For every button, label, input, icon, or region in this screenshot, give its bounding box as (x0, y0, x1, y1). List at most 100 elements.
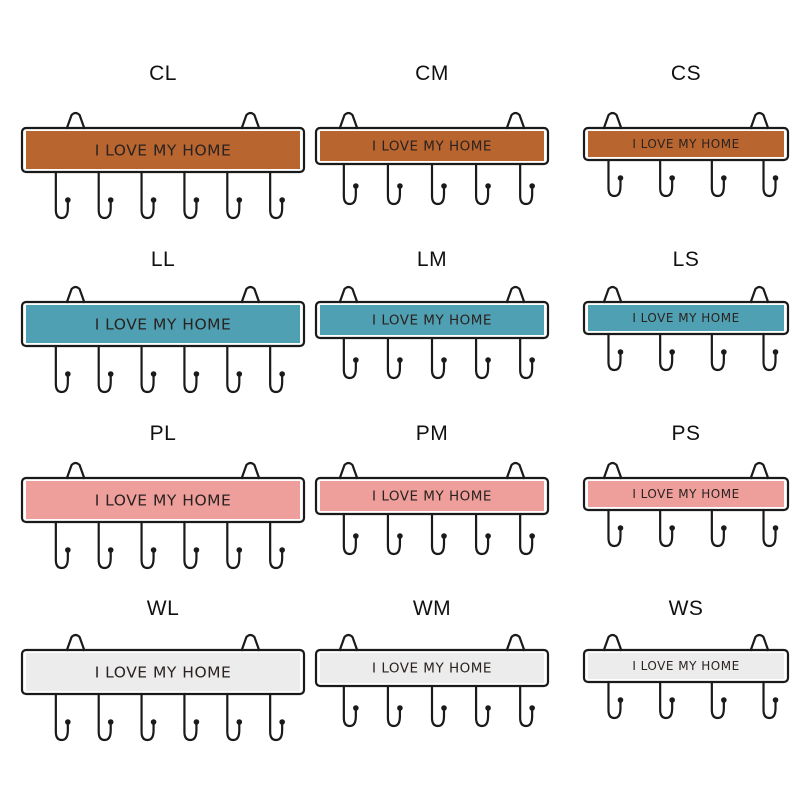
hook-tip (669, 697, 675, 703)
hook-tip (279, 719, 285, 725)
hook-icon (607, 158, 622, 198)
cat-ear-icon (338, 285, 359, 304)
hook-icon (607, 332, 622, 372)
hook-tip (772, 525, 779, 531)
board-panel (320, 305, 544, 335)
cat-ear-icon (749, 111, 770, 130)
hook-icon (140, 692, 155, 742)
hook-tip (193, 197, 200, 203)
hook-icon (474, 336, 490, 380)
hook-icon (474, 512, 490, 556)
hook-tip (236, 371, 243, 377)
board-panel (588, 481, 784, 507)
hook-tip (441, 357, 447, 363)
cat-ear-icon (240, 285, 261, 304)
hook-icon (762, 158, 777, 198)
hook-icon (226, 692, 241, 742)
cat-ear-icon (65, 285, 86, 304)
rack-frame-icon (20, 126, 306, 174)
hook-tip (65, 371, 71, 377)
cat-ear-icon (602, 111, 623, 130)
hook-tip (617, 175, 624, 181)
board-panel (320, 131, 544, 161)
wall-hook-rack: I LOVE MY HOME (314, 111, 550, 206)
hook-tip (65, 197, 71, 203)
variant-label: WM (412, 597, 452, 620)
hook-tip (193, 547, 200, 553)
variant-label: CL (149, 62, 177, 85)
hook-tip (353, 533, 359, 539)
hook-icon (474, 684, 490, 728)
cat-ear-icon (749, 461, 770, 480)
hook-tip (669, 525, 675, 531)
variant-label: CM (415, 62, 449, 85)
hook-tip (485, 357, 491, 363)
hook-icon (54, 520, 69, 570)
hook-tip (353, 183, 359, 189)
cat-ear-icon (65, 461, 86, 480)
hook-tip (397, 705, 403, 711)
board-text: I LOVE MY HOME (372, 139, 492, 155)
variant-label: WS (668, 597, 704, 620)
board-text: I LOVE MY HOME (372, 661, 492, 677)
rack-frame-icon (20, 476, 306, 524)
cat-ear-icon (65, 633, 86, 652)
hook-tip (441, 183, 447, 189)
hook-tip (279, 371, 285, 377)
hook-icon (659, 158, 674, 198)
hook-icon (430, 684, 446, 728)
hook-tip (150, 197, 157, 203)
hook-icon (342, 162, 357, 206)
hook-tip (485, 533, 491, 539)
hook-icon (183, 170, 198, 220)
hook-icon (659, 680, 674, 720)
rack-frame-icon (582, 648, 790, 684)
board-text: I LOVE MY HOME (95, 491, 232, 509)
hook-icon (710, 332, 725, 372)
cat-ear-icon (65, 111, 86, 130)
hook-tip (772, 349, 779, 355)
variant-label: PM (415, 422, 449, 445)
board-text: I LOVE MY HOME (95, 141, 232, 159)
wall-hook-rack: I LOVE MY HOME (582, 111, 790, 198)
cat-ear-icon (749, 285, 770, 304)
hook-tip (150, 547, 157, 553)
hook-icon (54, 170, 69, 220)
wall-hook-rack: I LOVE MY HOME (314, 461, 550, 556)
hook-icon (519, 162, 534, 206)
variant-label: PS (671, 422, 701, 445)
hook-icon (710, 158, 725, 198)
hook-icon (430, 162, 446, 206)
variant-label: LS (672, 248, 700, 271)
wall-hook-rack: I LOVE MY HOME (582, 285, 790, 372)
hook-tip (485, 183, 491, 189)
hook-icon (386, 336, 402, 380)
hook-tip (236, 719, 243, 725)
hook-icon (710, 680, 725, 720)
hook-tip (279, 197, 285, 203)
wall-hook-rack: I LOVE MY HOME (314, 633, 550, 728)
rack-frame-icon (20, 300, 306, 348)
hook-tip (721, 525, 727, 531)
hook-icon (474, 162, 490, 206)
rack-frame-icon (582, 300, 790, 336)
variant-label: LM (416, 248, 448, 271)
hook-icon (386, 684, 402, 728)
hook-icon (183, 520, 198, 570)
hook-icon (97, 520, 112, 570)
hook-icon (762, 508, 777, 548)
hook-icon (226, 344, 241, 394)
hook-tip (617, 697, 624, 703)
hook-tip (107, 547, 114, 553)
cat-ear-icon (240, 111, 261, 130)
hook-icon (97, 344, 112, 394)
hook-icon (269, 170, 284, 220)
variant-label: WL (146, 597, 180, 620)
hook-icon (710, 508, 725, 548)
hook-icon (97, 692, 112, 742)
board-panel (26, 305, 300, 343)
hook-icon (54, 344, 69, 394)
board-panel (26, 653, 300, 691)
rack-frame-icon (582, 476, 790, 512)
